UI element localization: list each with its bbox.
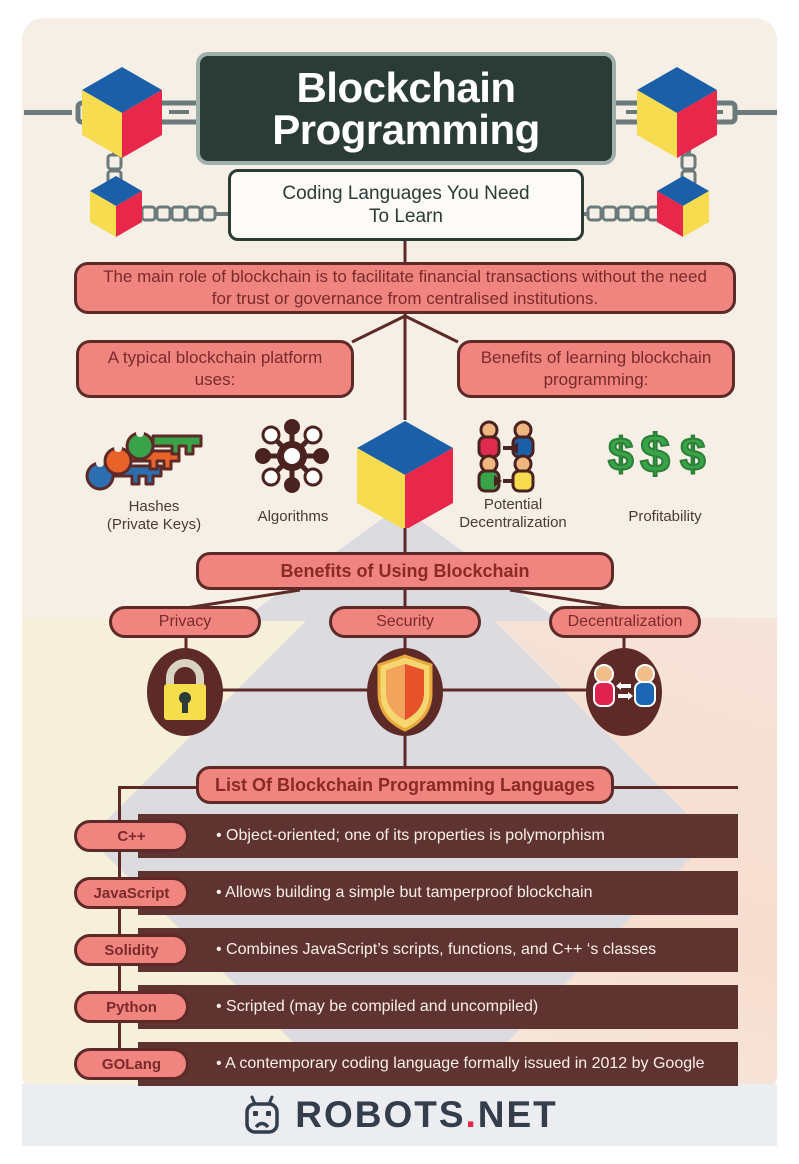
feature-label-decentralization: Potential Decentralization	[450, 496, 576, 533]
feature-label-decentralization-line2: Decentralization	[459, 514, 567, 532]
lang-badge-python[interactable]: Python	[74, 991, 189, 1023]
brand-part1: ROBOTS	[295, 1094, 466, 1135]
left-intro-box: A typical blockchain platform uses:	[76, 340, 354, 398]
table-row: • Object-oriented; one of its properties…	[138, 814, 738, 858]
feature-label-profitability-line1: Profitability	[628, 508, 702, 525]
benefit-pill-decentralization[interactable]: Decentralization	[549, 606, 701, 638]
feature-label-hashes-line1: Hashes	[128, 498, 180, 515]
lang-badge-golang-label: GOLang	[101, 1055, 162, 1073]
poster-subtitle-box: Coding Languages You Need To Learn	[228, 169, 584, 241]
brand-wordmark: ROBOTS.NET	[295, 1094, 558, 1136]
lang-badge-solidity[interactable]: Solidity	[74, 934, 189, 966]
benefit-pill-privacy-label: Privacy	[158, 613, 212, 630]
poster-title-line1: Blockchain	[296, 64, 516, 112]
benefit-pill-security[interactable]: Security	[329, 606, 481, 638]
languages-heading-text: List Of Blockchain Programming Languages	[214, 774, 596, 795]
table-row: • Scripted (may be compiled and uncompil…	[138, 985, 738, 1029]
benefits-heading-box: Benefits of Using Blockchain	[196, 552, 614, 590]
brand-part2: NET	[477, 1094, 558, 1135]
brand-dot: .	[465, 1094, 478, 1135]
feature-label-profitability: Profitability	[602, 508, 728, 526]
benefit-pill-security-label: Security	[376, 613, 434, 630]
left-intro-text: A typical blockchain platform uses:	[107, 347, 323, 389]
feature-label-algorithms: Algorithms	[232, 508, 354, 526]
languages-heading-box: List Of Blockchain Programming Languages	[196, 766, 614, 804]
feature-label-algorithms-line1: Algorithms	[257, 508, 329, 525]
lang-badge-solidity-label: Solidity	[104, 941, 159, 959]
lang-description-golang: • A contemporary coding language formall…	[216, 1055, 705, 1072]
poster-subtitle-line2: To Learn	[369, 206, 443, 227]
lang-badge-cpp[interactable]: C++	[74, 820, 189, 852]
feature-label-decentralization-line1: Potential	[483, 496, 543, 513]
lang-description-python: • Scripted (may be compiled and uncompil…	[216, 998, 539, 1015]
benefit-pill-decentralization-label: Decentralization	[567, 613, 683, 630]
lang-description-cpp: • Object-oriented; one of its properties…	[216, 827, 605, 844]
feature-label-hashes: Hashes (Private Keys)	[90, 498, 218, 535]
poster-title-line2: Programming	[272, 105, 540, 153]
table-row: • A contemporary coding language formall…	[138, 1042, 738, 1086]
table-row: • Allows building a simple but tamperpro…	[138, 871, 738, 915]
lang-badge-javascript[interactable]: JavaScript	[74, 877, 189, 909]
benefit-pill-privacy[interactable]: Privacy	[109, 606, 261, 638]
benefits-heading-text: Benefits of Using Blockchain	[280, 560, 530, 581]
table-row: • Combines JavaScript’s scripts, functio…	[138, 928, 738, 972]
poster-subtitle-line1: Coding Languages You Need	[282, 182, 530, 204]
lang-badge-cpp-label: C++	[117, 827, 146, 845]
poster-title-box: Blockchain Programming	[196, 52, 616, 165]
lang-badge-javascript-label: JavaScript	[93, 884, 170, 902]
right-intro-text: Benefits of learning blockchain programm…	[480, 347, 712, 389]
lang-badge-python-label: Python	[106, 998, 157, 1016]
lang-badge-golang[interactable]: GOLang	[74, 1048, 189, 1080]
right-intro-box: Benefits of learning blockchain programm…	[457, 340, 735, 398]
robot-head-icon	[245, 1095, 279, 1134]
lang-description-solidity: • Combines JavaScript’s scripts, functio…	[216, 941, 657, 958]
main-statement-text: The main role of blockchain is to facili…	[103, 266, 707, 308]
feature-label-hashes-line2: (Private Keys)	[106, 516, 202, 534]
footer-bar: ROBOTS.NET	[22, 1084, 777, 1146]
lang-description-javascript: • Allows building a simple but tamperpro…	[216, 884, 593, 901]
main-statement-box: The main role of blockchain is to facili…	[74, 262, 736, 314]
